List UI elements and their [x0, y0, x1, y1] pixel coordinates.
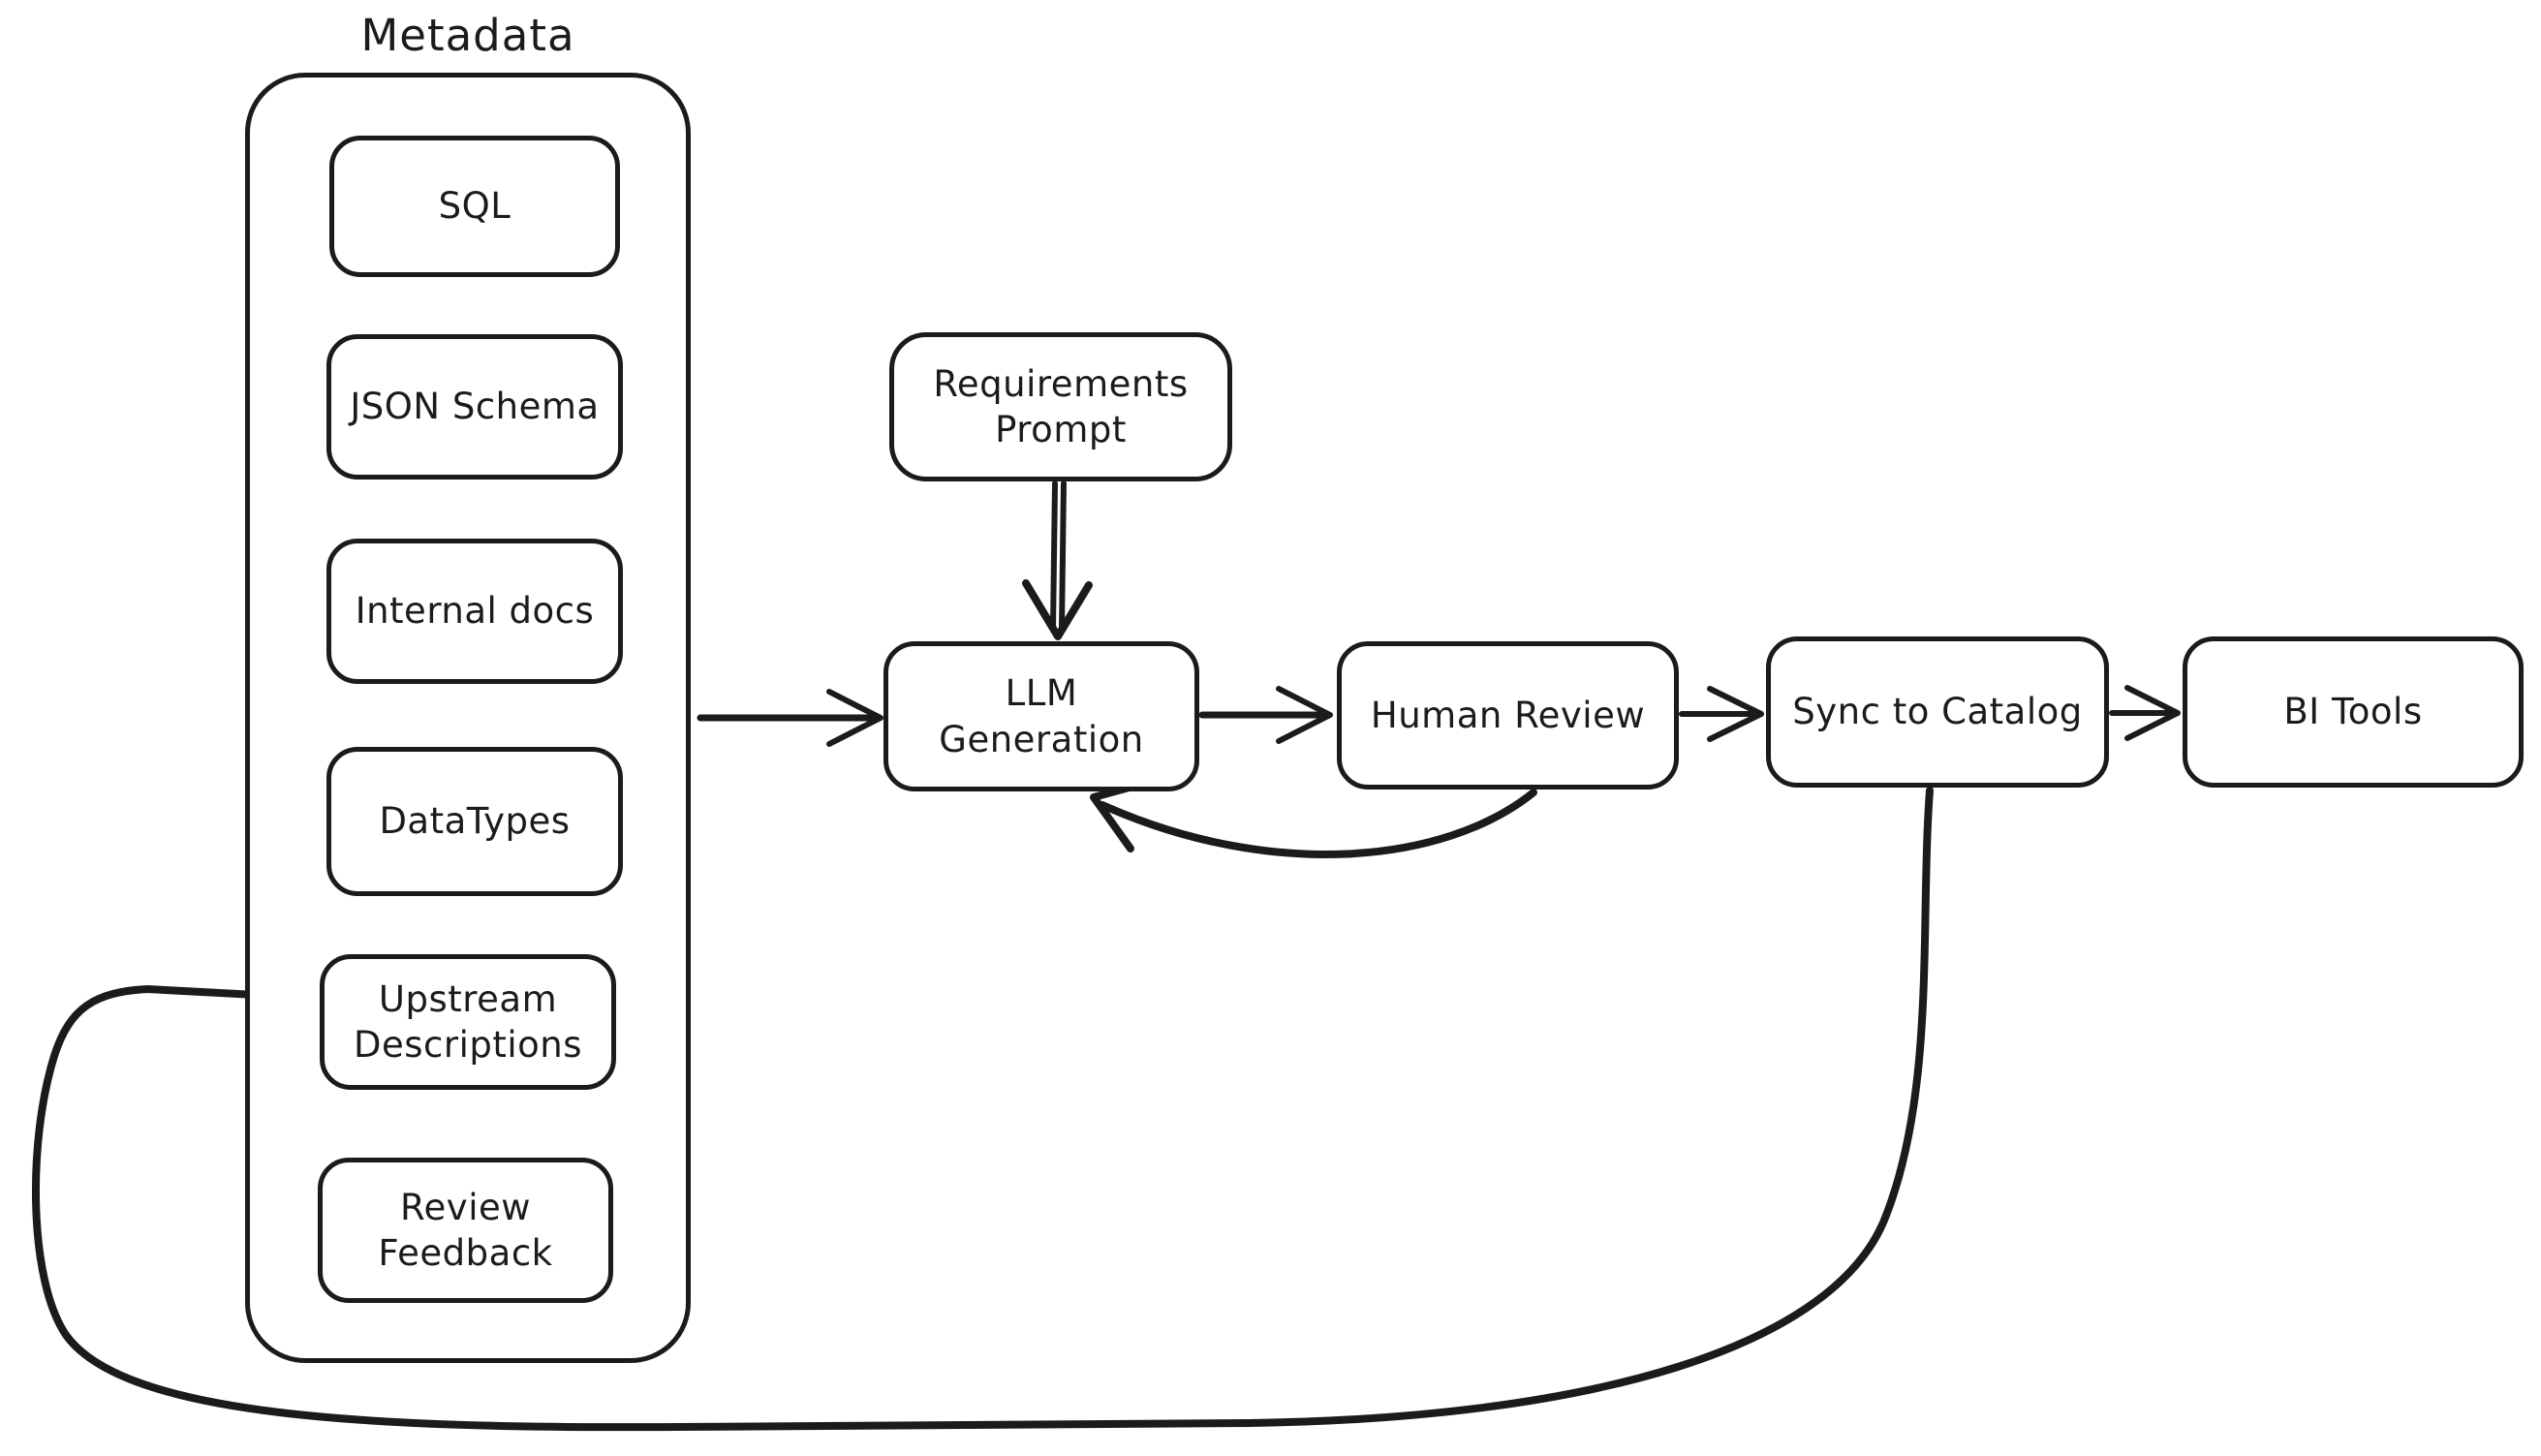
node-bi-tools: BI Tools — [2183, 636, 2524, 788]
edge-llm-to-human-review — [1198, 686, 1333, 744]
node-review-feedback: Review Feedback — [318, 1158, 613, 1303]
edge-metadata-to-llm — [697, 689, 883, 747]
node-human-review: Human Review — [1337, 641, 1679, 790]
metadata-group-container — [245, 73, 691, 1363]
node-datatypes: DataTypes — [326, 747, 623, 896]
node-requirements-prompt: Requirements Prompt — [889, 332, 1232, 481]
metadata-group-title: Metadata — [360, 10, 575, 61]
edge-human-review-to-sync — [1679, 686, 1764, 742]
node-internal-docs: Internal docs — [326, 539, 623, 684]
node-json-schema: JSON Schema — [326, 334, 623, 480]
edge-sync-to-bi-tools — [2109, 685, 2181, 741]
edge-requirements-to-llm — [1022, 480, 1093, 640]
node-sql: SQL — [329, 136, 620, 277]
node-llm-generation: LLM Generation — [883, 641, 1199, 791]
edge-human-review-feedback-to-llm — [1090, 777, 1537, 858]
node-upstream-descriptions: Upstream Descriptions — [320, 954, 616, 1090]
node-sync-to-catalog: Sync to Catalog — [1766, 636, 2109, 788]
